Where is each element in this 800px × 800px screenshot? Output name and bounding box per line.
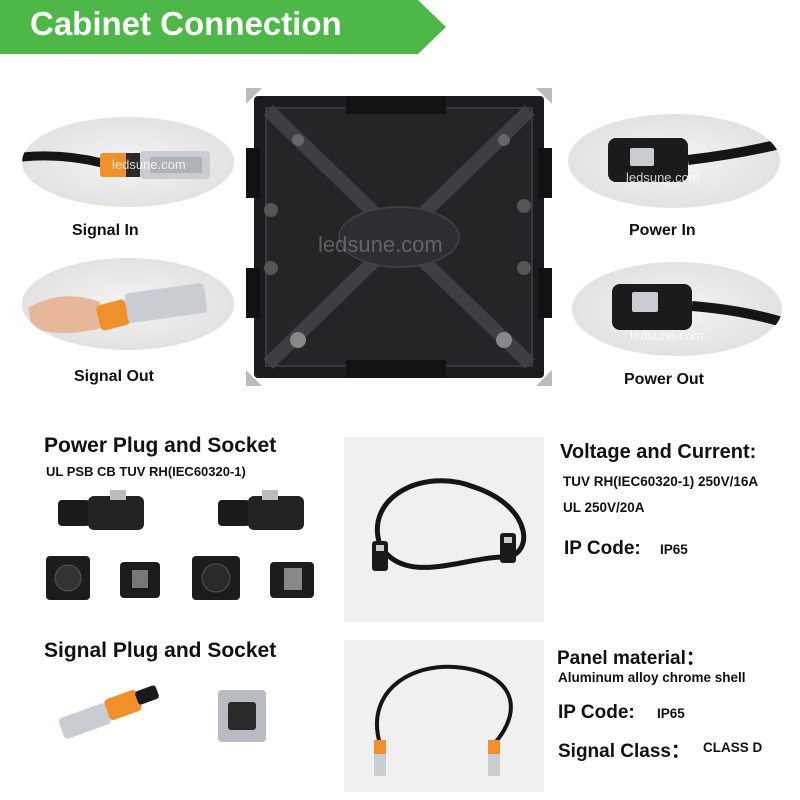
power-certifications: UL PSB CB TUV RH(IEC60320-1) — [46, 464, 246, 479]
power-section-heading: Power Plug and Socket — [44, 434, 277, 457]
signal-in-label: Signal In — [72, 222, 139, 239]
signal-in-connector-icon — [22, 151, 210, 179]
signal-section-heading: Signal Plug and Socket — [44, 639, 277, 662]
power-in-connector-icon — [608, 138, 780, 182]
panel-material-value: Aluminum alloy chrome shell — [558, 670, 746, 685]
signal-cable-image — [344, 640, 544, 792]
power-out-connector-icon — [612, 284, 782, 330]
cabinet-panel-image — [246, 88, 552, 386]
cabinet-watermark: ledsune.com — [318, 232, 443, 257]
power-socket-icon-2 — [120, 562, 160, 598]
signal-in-watermark: ledsune.com — [112, 157, 186, 172]
signal-class-label: Signal Class： — [558, 741, 690, 762]
power-plug-icon-2 — [218, 490, 304, 530]
signal-out-connector-icon — [28, 283, 208, 333]
signal-out-label: Signal Out — [74, 368, 154, 385]
power-out-image: ledsune.com — [572, 262, 782, 356]
power-plug-icon — [58, 490, 144, 530]
power-out-label: Power Out — [624, 371, 705, 388]
signal-plug-sockets-image — [58, 685, 266, 742]
power-socket-icon — [46, 556, 90, 600]
panel-material-label: Panel material： — [557, 648, 705, 669]
power-cable-image — [344, 437, 544, 622]
power-plug-sockets-image — [46, 490, 314, 600]
signal-ip-label: IP Code: — [558, 702, 635, 723]
signal-in-image: ledsune.com — [22, 117, 234, 207]
voltage-line-2: UL 250V/20A — [563, 500, 645, 515]
signal-ip-value: IP65 — [657, 706, 685, 721]
signal-socket-icon — [218, 690, 266, 742]
power-in-label: Power In — [629, 222, 696, 239]
power-ip-label: IP Code: — [564, 538, 641, 559]
signal-class-value: CLASS D — [703, 740, 763, 755]
power-in-image: ledsune.com — [568, 114, 780, 208]
signal-out-image — [22, 258, 234, 350]
signal-plug-icon — [58, 685, 159, 739]
power-socket-icon-4 — [270, 562, 314, 598]
banner-title: Cabinet Connection — [30, 5, 342, 42]
power-out-watermark: ledsune.com — [630, 328, 704, 343]
voltage-line-1: TUV RH(IEC60320-1) 250V/16A — [563, 474, 759, 489]
power-socket-icon-3 — [192, 556, 240, 600]
power-in-watermark: ledsune.com — [626, 170, 700, 185]
voltage-heading: Voltage and Current: — [560, 441, 757, 463]
power-ip-value: IP65 — [660, 542, 688, 557]
title-banner — [0, 0, 446, 54]
